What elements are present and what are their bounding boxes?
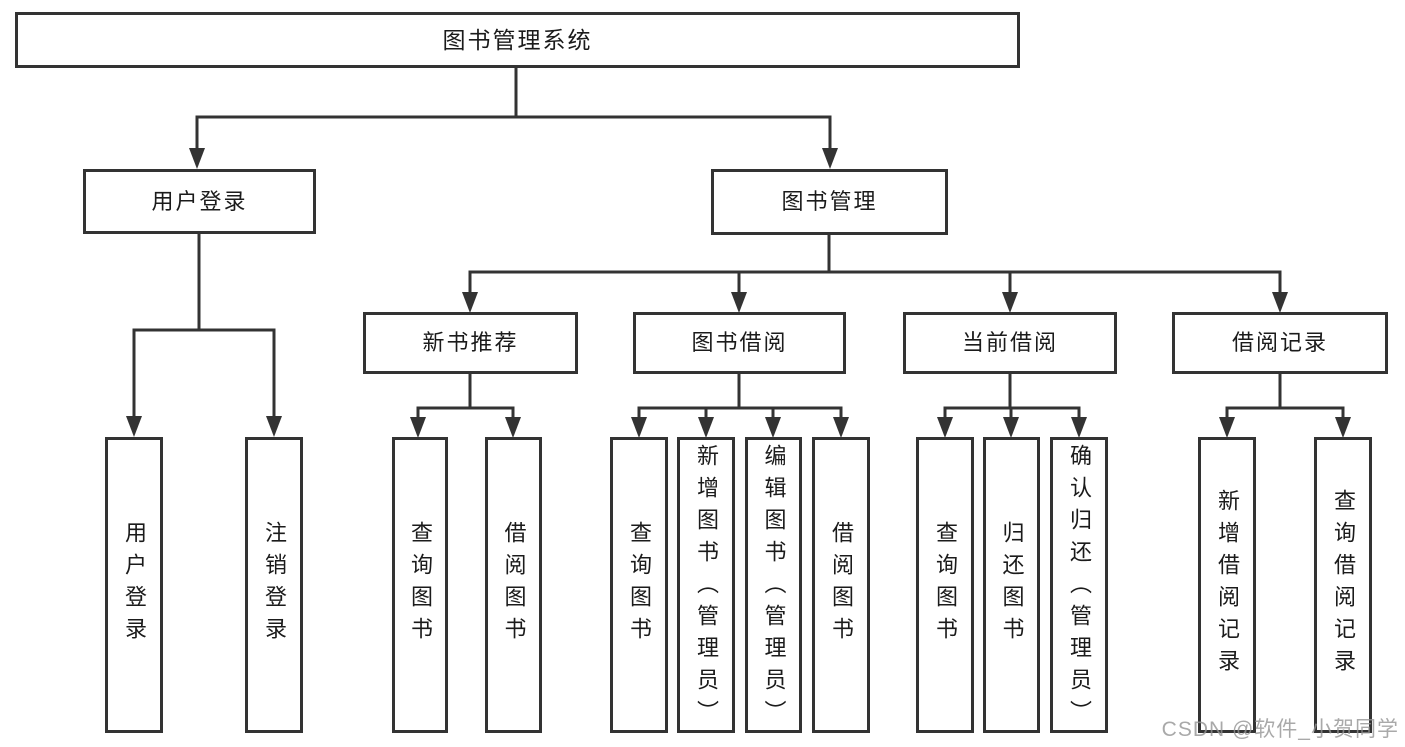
node-book-mgmt: 图书管理 bbox=[711, 169, 948, 235]
node-label: 借阅记录 bbox=[1231, 330, 1328, 355]
arrow-down-icon bbox=[505, 417, 521, 438]
leaf-add-borrow-record: 新增借阅记录 bbox=[1198, 437, 1256, 733]
arrow-down-icon bbox=[765, 417, 781, 438]
leaf-query-borrow-record: 查询借阅记录 bbox=[1314, 437, 1372, 733]
arrow-down-icon bbox=[1219, 417, 1235, 438]
branch-root bbox=[189, 68, 838, 169]
branch-new-book bbox=[410, 374, 521, 438]
arrow-down-icon bbox=[462, 292, 478, 313]
node-new-book-recommend: 新书推荐 bbox=[363, 312, 578, 374]
node-label: 查询图书 bbox=[408, 521, 433, 649]
arrow-down-icon bbox=[266, 416, 282, 437]
arrow-down-icon bbox=[189, 148, 205, 169]
node-label: 新书推荐 bbox=[422, 330, 519, 355]
node-current-borrow: 当前借阅 bbox=[903, 312, 1117, 374]
node-book-borrow: 图书借阅 bbox=[633, 312, 846, 374]
node-label: 当前借阅 bbox=[961, 330, 1058, 355]
arrow-down-icon bbox=[698, 417, 714, 438]
node-label: 确认归还（管理员） bbox=[1067, 444, 1092, 732]
node-label: 查询图书 bbox=[627, 521, 652, 649]
node-label: 新增图书（管理员） bbox=[694, 444, 719, 732]
leaf-add-books-admin: 新增图书（管理员） bbox=[677, 437, 735, 733]
arrow-down-icon bbox=[1272, 292, 1288, 313]
leaf-borrow-books-recommend: 借阅图书 bbox=[485, 437, 542, 733]
node-borrow-records: 借阅记录 bbox=[1172, 312, 1388, 374]
node-label: 用户登录 bbox=[122, 521, 147, 649]
node-user-login: 用户登录 bbox=[83, 169, 316, 234]
node-label: 查询借阅记录 bbox=[1331, 489, 1356, 681]
leaf-return-books: 归还图书 bbox=[983, 437, 1040, 733]
node-label: 图书管理 bbox=[781, 189, 878, 214]
node-label: 图书借阅 bbox=[691, 330, 788, 355]
node-label: 用户登录 bbox=[151, 188, 248, 214]
arrow-down-icon bbox=[833, 417, 849, 438]
leaf-user-login: 用户登录 bbox=[105, 437, 163, 733]
node-label: 新增借阅记录 bbox=[1215, 489, 1240, 681]
leaf-query-books-recommend: 查询图书 bbox=[392, 437, 448, 733]
arrow-down-icon bbox=[1003, 417, 1019, 438]
node-label: 编辑图书（管理员） bbox=[761, 444, 787, 732]
branch-book-mgmt bbox=[462, 235, 1288, 313]
leaf-borrow-books: 借阅图书 bbox=[812, 437, 870, 733]
arrow-down-icon bbox=[631, 417, 647, 438]
csdn-watermark: CSDN @软件_小贺同学 bbox=[1161, 718, 1399, 741]
leaf-query-books-current: 查询图书 bbox=[916, 437, 974, 733]
leaf-edit-books-admin: 编辑图书（管理员） bbox=[745, 437, 802, 733]
branch-book-borrow bbox=[631, 374, 849, 438]
branch-borrow-records bbox=[1219, 374, 1351, 438]
arrow-down-icon bbox=[1002, 292, 1018, 313]
arrow-down-icon bbox=[126, 416, 142, 437]
leaf-query-books-borrow: 查询图书 bbox=[610, 437, 668, 733]
branch-user-login bbox=[126, 234, 282, 437]
node-label: 借阅图书 bbox=[829, 521, 854, 649]
node-label: 借阅图书 bbox=[501, 521, 527, 649]
branch-current-borrow bbox=[937, 374, 1087, 438]
arrow-down-icon bbox=[822, 148, 838, 169]
arrow-down-icon bbox=[1071, 417, 1087, 438]
arrow-down-icon bbox=[731, 292, 747, 313]
node-label: 归还图书 bbox=[999, 521, 1025, 649]
arrow-down-icon bbox=[937, 417, 953, 438]
node-label: 注销登录 bbox=[262, 521, 287, 649]
arrow-down-icon bbox=[1335, 417, 1351, 438]
node-label: 查询图书 bbox=[933, 521, 958, 649]
arrow-down-icon bbox=[410, 417, 426, 438]
leaf-logout: 注销登录 bbox=[245, 437, 303, 733]
node-library-system: 图书管理系统 bbox=[15, 12, 1020, 68]
leaf-confirm-return-admin: 确认归还（管理员） bbox=[1050, 437, 1108, 733]
node-label: 图书管理系统 bbox=[442, 26, 593, 53]
